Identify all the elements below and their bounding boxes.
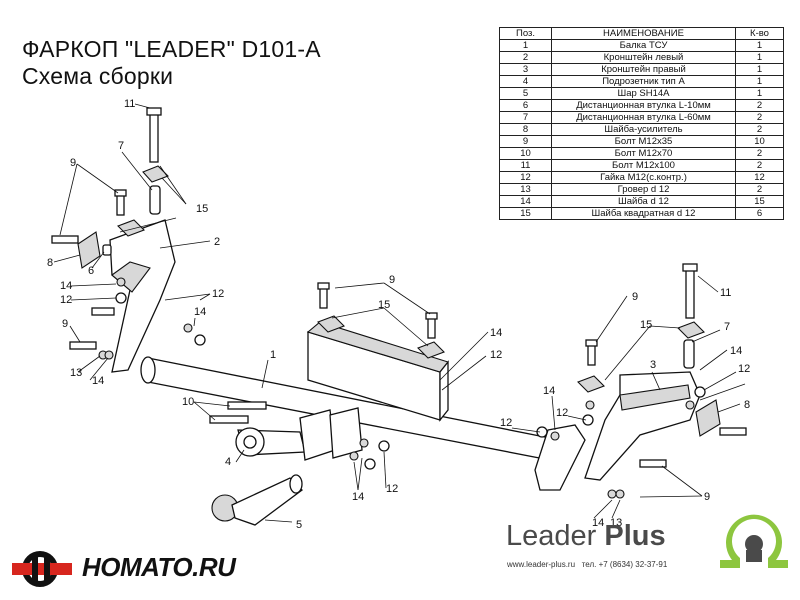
cell-quantity: 12 — [735, 171, 784, 184]
tow-ball-part — [211, 474, 303, 526]
leader-plus-logo: Leader Plus — [506, 520, 666, 553]
callout-label: 5 — [296, 519, 302, 531]
callout-label: 6 — [88, 265, 94, 277]
bolts — [51, 107, 747, 468]
callout-label: 12 — [386, 483, 398, 495]
position-callouts: 1179152861412913141214915141211041412514… — [47, 98, 750, 531]
callout-label: 15 — [196, 203, 208, 215]
cell-quantity: 6 — [735, 207, 784, 220]
leader-omega-icon — [714, 510, 794, 574]
mid-mounting-plates — [299, 407, 363, 461]
callout-label: 14 — [592, 517, 604, 529]
callout-label: 12 — [60, 294, 72, 306]
reinforcing-washer-left — [77, 231, 101, 269]
callout-label: 7 — [118, 140, 124, 152]
callout-label: 2 — [214, 236, 220, 248]
callout-label: 8 — [744, 399, 750, 411]
callout-label: 12 — [738, 363, 750, 375]
callout-label: 12 — [556, 407, 568, 419]
callout-label: 14 — [352, 491, 364, 503]
callout-label: 14 — [490, 327, 502, 339]
callout-label: 8 — [47, 257, 53, 269]
square-washers — [117, 165, 705, 393]
callout-label: 9 — [70, 157, 76, 169]
leader-contacts: www.leader-plus.ru тел. +7 (8634) 32-37-… — [507, 560, 667, 569]
center-bracket-part — [306, 321, 449, 422]
callout-label: 11 — [124, 98, 135, 110]
title-line-model: ФАРКОП "LEADER" D101-A — [22, 36, 321, 62]
logo-brand-bold: Plus — [604, 520, 666, 552]
callout-label: 12 — [500, 417, 512, 429]
callout-label: 13 — [610, 517, 622, 529]
reinforcing-washer-right — [695, 399, 721, 437]
socket-holder-part — [235, 427, 306, 457]
callout-label: 4 — [225, 456, 231, 468]
callout-label: 9 — [62, 318, 68, 330]
logo-website: www.leader-plus.ru — [507, 560, 576, 569]
callout-label: 9 — [389, 274, 395, 286]
callout-label: 12 — [212, 288, 224, 300]
callout-label: 15 — [378, 299, 390, 311]
title-line-subtitle: Схема сборки — [22, 63, 174, 89]
homato-logo-icon — [12, 551, 72, 587]
callout-label: 14 — [60, 280, 72, 292]
logo-phone: тел. +7 (8634) 32-37-91 — [581, 560, 668, 569]
callout-label: 7 — [724, 321, 730, 333]
logo-brand-light: Leader — [506, 520, 597, 552]
callout-label: 9 — [704, 491, 710, 503]
callout-label: 15 — [640, 319, 652, 331]
diagram-title: ФАРКОП "LEADER" D101-A Схема сборки — [22, 36, 321, 90]
callout-label: 14 — [543, 385, 555, 397]
callout-label: 3 — [650, 359, 656, 371]
homato-store-name: HOMATO.RU — [82, 552, 236, 582]
spacer-sleeves — [102, 185, 695, 369]
callout-label: 12 — [490, 349, 502, 361]
callout-label: 14 — [92, 375, 104, 387]
right-bracket-part — [584, 371, 701, 481]
callout-label: 13 — [70, 367, 82, 379]
callout-label: 14 — [730, 345, 742, 357]
nuts-and-washers — [98, 277, 706, 499]
callout-label: 11 — [720, 287, 731, 299]
callout-label: 9 — [632, 291, 638, 303]
callout-label: 14 — [194, 306, 206, 318]
callout-label: 10 — [182, 396, 194, 408]
leader-lines — [53, 103, 746, 523]
callout-label: 1 — [270, 349, 276, 361]
